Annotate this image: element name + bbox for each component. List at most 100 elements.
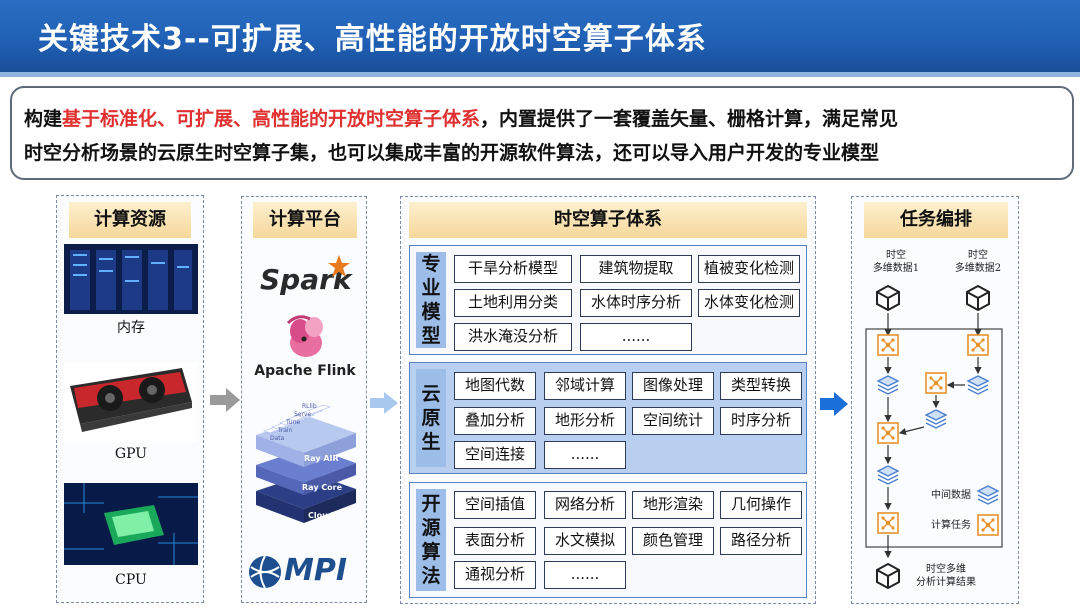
ray-air-label: Ray AIR (304, 454, 339, 463)
output-label: 时空多维分析计算结果 (906, 563, 986, 589)
professional-model-label: 专 业 模 型 (416, 252, 446, 348)
data-3-icon (925, 409, 947, 429)
cloud-native-group: 云 原 生 地图代数 邻域计算 图像处理 类型转换 叠加分析 地形分析 空间统计… (409, 362, 807, 474)
star-icon (328, 255, 350, 277)
output-line: 时空多维分析计算结果 (916, 564, 976, 588)
operator-color[interactable]: 颜色管理 (632, 527, 714, 555)
label-char: 型 (421, 325, 441, 347)
ray-core-label: Ray Core (302, 483, 343, 492)
input-1-cube-icon (876, 285, 900, 311)
input-1-line: 时空多维数据1 (872, 250, 920, 274)
ray-stack-image (256, 404, 356, 523)
label-char: 生 (421, 431, 441, 453)
operator-vegetation-change[interactable]: 植被变化检测 (698, 255, 800, 283)
memory-label: 内存 (117, 320, 145, 336)
open-source-label: 开 源 算 法 (416, 489, 446, 591)
label-char: 专 (421, 253, 441, 275)
task-orchestration-heading: 任务编排 (864, 202, 1008, 238)
operator-type-conversion[interactable]: 类型转换 (720, 372, 802, 400)
operator-flood-analysis[interactable]: 洪水淹没分析 (454, 323, 572, 351)
flink-squirrel-icon (286, 315, 323, 357)
ray-lib-train: Train (278, 427, 293, 434)
mpi-logo: MPI (248, 553, 360, 593)
cpu-chip-image (64, 483, 198, 565)
input-1-label: 时空多维数据1 (866, 249, 926, 275)
intro-line-1: 构建基于标准化、可扩展、高性能的开放时空算子体系，内置提供了一套覆盖矢量、栅格计… (24, 102, 1058, 136)
label-char: 算 (421, 541, 441, 563)
input-2-line: 时空多维数据2 (954, 250, 1002, 274)
ray-lib-tune: Tune (286, 419, 301, 426)
gpu-label: GPU (114, 446, 148, 462)
operator-spatial-stats[interactable]: 空间统计 (632, 407, 714, 435)
task-3-icon (925, 372, 947, 394)
open-source-group: 开 源 算 法 空间插值 网络分析 地形渲染 几何操作 表面分析 水文模拟 颜色… (409, 482, 807, 598)
mpi-logo-text: MPI (284, 553, 348, 588)
output-cube-icon (876, 563, 900, 589)
task-5-icon (877, 512, 899, 534)
professional-model-group: 专 业 模 型 干旱分析模型 建筑物提取 植被变化检测 土地利用分类 水体时序分… (409, 245, 807, 355)
page-title: 关键技术3--可扩展、高性能的开放时空算子体系 (38, 22, 707, 57)
operator-terrain-render[interactable]: 地形渲染 (632, 491, 714, 519)
input-2-label: 时空多维数据2 (948, 249, 1008, 275)
operator-surface[interactable]: 表面分析 (454, 527, 536, 555)
operator-map-algebra[interactable]: 地图代数 (454, 372, 536, 400)
operator-network[interactable]: 网络分析 (544, 491, 626, 519)
data-4-icon (877, 465, 899, 485)
operator-neighborhood[interactable]: 邻域计算 (544, 372, 626, 400)
intro-highlight: 基于标准化、可扩展、高性能的开放时空算子体系 (62, 108, 481, 130)
input-2-cube-icon (966, 285, 990, 311)
spark-logo: Spark (258, 255, 354, 301)
data-1-icon (877, 375, 899, 395)
cloud-label: Cloud (308, 511, 334, 520)
graphics-card-image (64, 362, 198, 442)
legend-data-icon (977, 485, 999, 505)
label-char: 云 (421, 383, 441, 405)
operator-terrain[interactable]: 地形分析 (544, 407, 626, 435)
operator-hydrology[interactable]: 水文模拟 (544, 527, 626, 555)
operator-drought-model[interactable]: 干旱分析模型 (454, 255, 572, 283)
flow-arrow-1-icon (210, 388, 240, 412)
legend-data-label: 中间数据 (931, 490, 971, 501)
operator-image-processing[interactable]: 图像处理 (632, 372, 714, 400)
operator-land-use[interactable]: 土地利用分类 (454, 289, 572, 317)
operator-overlay[interactable]: 叠加分析 (454, 407, 536, 435)
operator-more[interactable]: ...... (580, 323, 692, 351)
operator-timeseries[interactable]: 时序分析 (720, 407, 802, 435)
intro-suffix: ，内置提供了一套覆盖矢量、栅格计算，满足常见 (480, 108, 899, 130)
intro-box: 构建基于标准化、可扩展、高性能的开放时空算子体系，内置提供了一套覆盖矢量、栅格计… (10, 86, 1074, 180)
operator-route[interactable]: 路径分析 (720, 527, 802, 555)
operator-more[interactable]: ...... (544, 441, 626, 469)
compute-platform-heading: 计算平台 (253, 202, 357, 238)
operator-spatial-join[interactable]: 空间连接 (454, 441, 536, 469)
operator-interpolation[interactable]: 空间插值 (454, 491, 536, 519)
intro-line-2: 时空分析场景的云原生时空算子集，也可以集成丰富的开源软件算法，还可以导入用户开发… (24, 142, 880, 164)
workflow-diagram (865, 285, 1003, 589)
label-char: 原 (421, 407, 441, 429)
operator-geometry[interactable]: 几何操作 (720, 491, 802, 519)
flow-arrow-3-icon (820, 392, 848, 416)
flow-arrow-2-icon (370, 392, 398, 414)
flink-label: Apache Flink (254, 363, 356, 379)
label-char: 源 (421, 517, 441, 539)
ray-lib-rllib: RLlib (302, 403, 317, 410)
intro-prefix: 构建 (24, 108, 63, 130)
operator-viewshed[interactable]: 通视分析 (454, 561, 536, 589)
label-char: 模 (421, 301, 441, 323)
legend-task-icon (977, 514, 999, 536)
label-char: 业 (421, 277, 441, 299)
compute-platform-panel: 计算平台 Spark Apache Flink RLlib Serve Tune… (241, 196, 367, 603)
globe-icon (249, 555, 281, 589)
operator-water-change[interactable]: 水体变化检测 (698, 289, 800, 317)
operator-system-panel: 时空算子体系 专 业 模 型 干旱分析模型 建筑物提取 植被变化检测 土地利用分… (400, 196, 816, 604)
label-char: 开 (421, 493, 441, 515)
task-2-icon (967, 334, 989, 356)
operator-building-extraction[interactable]: 建筑物提取 (580, 255, 692, 283)
operator-more[interactable]: ...... (544, 561, 626, 589)
ray-lib-data: Data (270, 435, 285, 442)
legend-task-label: 计算任务 (931, 520, 971, 531)
compute-resources-panel: 计算资源 内存 GPU CPU (56, 195, 204, 603)
cpu-label: CPU (115, 572, 147, 588)
operator-water-timeseries[interactable]: 水体时序分析 (580, 289, 692, 317)
task-orchestration-panel: 任务编排 时空多维数据1 时空多维数据2 (851, 196, 1019, 604)
data-2-icon (967, 375, 989, 395)
